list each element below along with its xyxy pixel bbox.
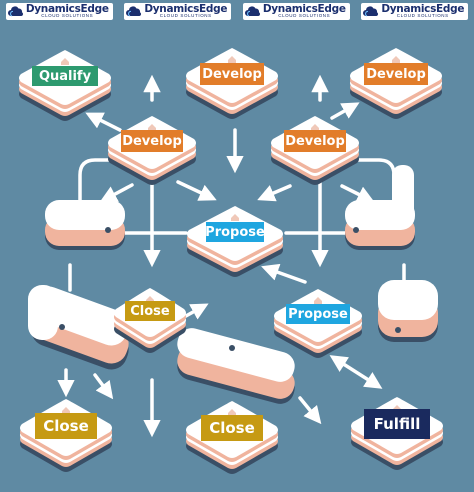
arrow-diagonal [93,373,114,400]
house-icon [311,124,319,131]
cloud-icon [7,5,23,16]
track-slab [45,200,125,250]
track-slab [28,285,129,370]
node-label-develop-top-center: Develop [200,63,264,85]
cloud-icon [363,5,379,16]
node-label-develop-mid-left: Develop [121,130,183,152]
house-icon [62,407,70,414]
watermark-tagline: CLOUD SOLUTIONS [278,13,331,18]
watermark-tagline: CLOUD SOLUTIONS [41,13,94,18]
track-slab [345,165,415,250]
watermark-brand: DynamicsEdge [144,2,228,15]
track-slabs [28,165,438,404]
track-curve [354,158,396,207]
node-label-qualify: Qualify [32,66,98,86]
house-icon [228,409,236,416]
node-label-propose-center: Propose [205,222,265,242]
cloud-icon [126,5,142,16]
house-icon [314,297,322,304]
arrow-diagonal [176,180,217,201]
cloud-icon [244,5,260,16]
watermark-tagline: CLOUD SOLUTIONS [396,13,449,18]
arrow-diagonal [298,396,322,425]
track-slab [378,280,438,342]
node-label-develop-top-right: Develop [364,63,428,85]
house-icon [61,58,69,65]
arrow-diagonal [99,183,134,203]
arrow-diagonal [257,184,292,202]
node-label-close-bottom-left: Close [35,413,97,439]
house-icon [228,56,236,63]
arrow-bidirectional [329,355,383,389]
track-slab [177,328,295,404]
house-icon [148,124,156,131]
house-icon [392,56,400,63]
house-icon [231,214,239,221]
node-label-fulfill: Fulfill [364,409,430,439]
node-label-develop-mid-right: Develop [284,130,346,152]
track-curve [78,158,120,207]
arrow-diagonal [340,184,375,203]
arrow-diagonal [261,263,307,284]
watermark-tagline: CLOUD SOLUTIONS [159,13,212,18]
watermark-brand: DynamicsEdge [25,2,109,15]
arrow-diagonal [85,112,122,132]
watermark-brand: DynamicsEdge [381,2,465,15]
node-label-propose-right: Propose [286,304,350,324]
watermark-brand: DynamicsEdge [262,2,346,15]
node-label-close-mid: Close [125,301,175,321]
node-label-close-bottom-center: Close [201,415,263,441]
arrow-diagonal [330,102,360,120]
